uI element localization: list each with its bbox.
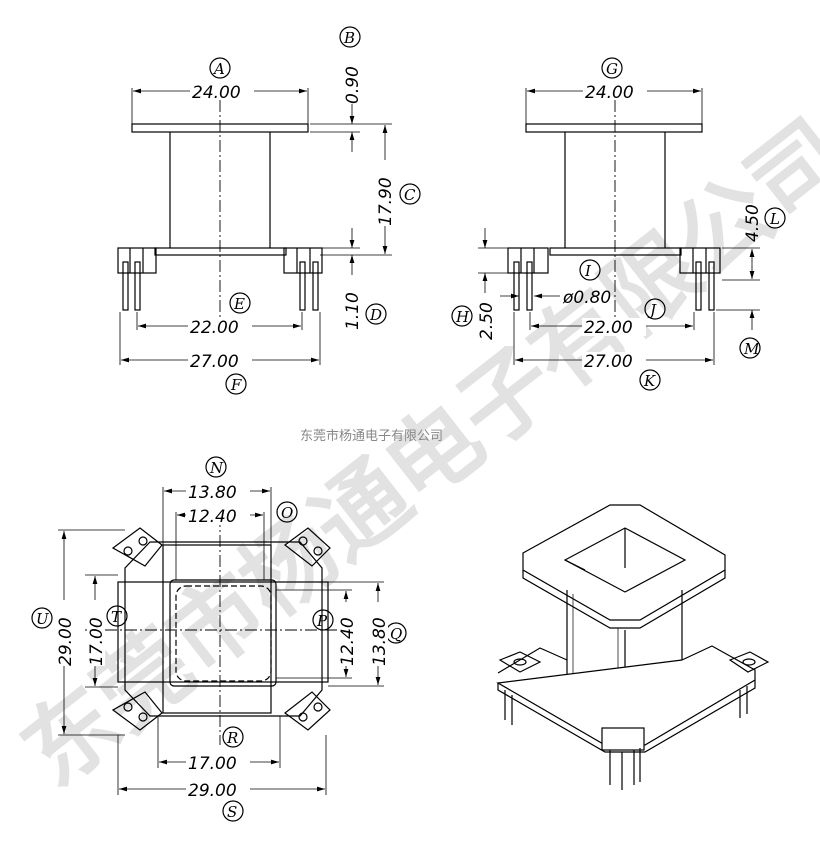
- dim-front-1790: 17.90: [376, 177, 396, 226]
- top-view-labels: N 13.80 12.40 O P 12.40 13.80 Q U 29.00 …: [36, 459, 402, 821]
- dim-side-250: 2.50: [477, 302, 497, 340]
- label-G: G: [606, 60, 618, 78]
- label-I: I: [584, 262, 592, 280]
- label-H: H: [455, 308, 470, 326]
- front-view-labels: 24.00 A B 0.90 17.90 C 1.10 D E 22.00 27…: [188, 29, 416, 394]
- label-C: C: [404, 186, 416, 204]
- isometric-view: [496, 504, 770, 790]
- dim-top-17-h: 17.00: [188, 754, 237, 774]
- dim-side-24: 24.00: [585, 83, 634, 103]
- front-view: [117, 26, 421, 395]
- dim-top-1240: 12.40: [188, 507, 237, 527]
- side-view: [451, 57, 786, 391]
- dim-top-1240-v: 12.40: [338, 617, 358, 666]
- label-J: J: [647, 301, 657, 319]
- label-O: O: [281, 504, 293, 522]
- side-view-labels: 24.00 G 4.50 L I 2.50 H ø0.80 J 22.00 M …: [455, 60, 780, 390]
- dim-top-29-h: 29.00: [188, 781, 237, 801]
- dim-top-17-v: 17.00: [87, 617, 107, 666]
- dim-side-22: 22.00: [584, 318, 633, 338]
- dim-side-dia: ø0.80: [562, 288, 611, 308]
- dim-front-22: 22.00: [190, 318, 239, 338]
- label-U: U: [36, 610, 50, 628]
- top-view: [31, 456, 407, 822]
- dim-side-27: 27.00: [584, 352, 633, 372]
- label-D: D: [369, 306, 382, 324]
- dim-front-090: 0.90: [343, 66, 363, 104]
- label-R: R: [226, 729, 238, 747]
- label-M: M: [743, 340, 760, 358]
- dim-top-1380-v: 13.80: [370, 617, 390, 666]
- dim-front-27: 27.00: [190, 352, 239, 372]
- label-S: S: [227, 803, 237, 821]
- dim-side-450: 4.50: [743, 204, 763, 242]
- label-K: K: [643, 372, 656, 390]
- dim-front-24: 24.00: [192, 83, 241, 103]
- dim-top-1380: 13.80: [188, 483, 237, 503]
- dim-front-110: 1.10: [343, 292, 363, 330]
- label-L: L: [769, 210, 780, 228]
- label-B: B: [343, 29, 355, 47]
- label-N: N: [209, 459, 224, 477]
- label-E: E: [233, 295, 245, 313]
- label-P: P: [316, 612, 328, 630]
- label-F: F: [230, 376, 242, 394]
- label-A: A: [212, 60, 225, 78]
- company-label: 东莞市杨通电子有限公司: [300, 428, 443, 444]
- dim-top-29-v: 29.00: [56, 617, 76, 666]
- label-T: T: [111, 608, 122, 626]
- label-Q: Q: [390, 625, 402, 643]
